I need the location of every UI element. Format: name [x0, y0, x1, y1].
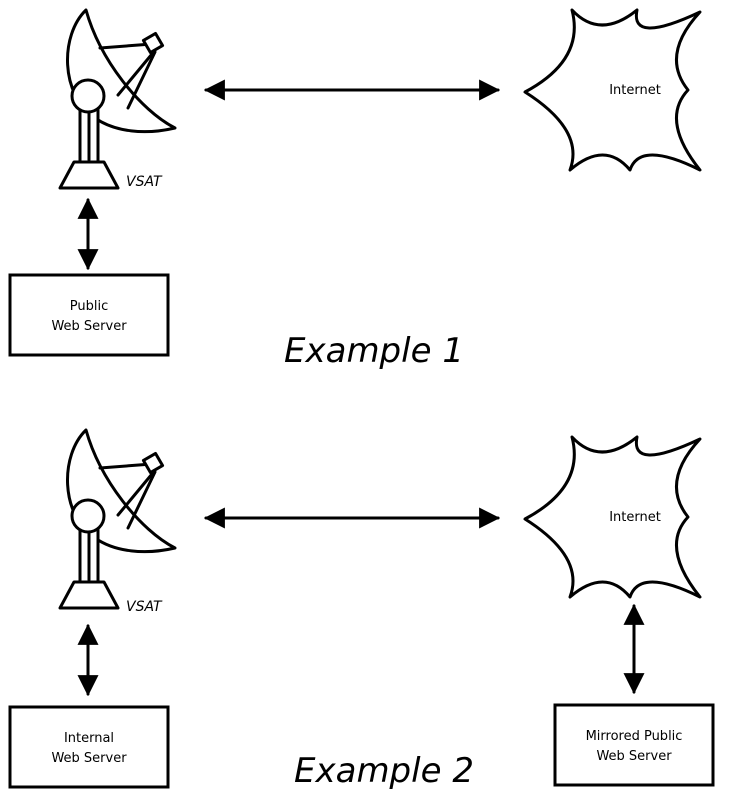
- internet-cloud-icon: [523, 435, 702, 599]
- mirrored-public-web-server-box: Mirrored Public Web Server: [553, 703, 715, 787]
- example-2: VSAT Internet Internal Web Server Mirror…: [8, 428, 715, 791]
- example-title: Example 1: [284, 331, 464, 371]
- internal-web-server-box: Internal Web Server: [8, 705, 170, 789]
- internet-label: Internet: [609, 83, 661, 98]
- internet-cloud-icon: [523, 8, 702, 172]
- internet-label: Internet: [609, 510, 661, 525]
- server-label-line-2: Web Server: [51, 751, 127, 766]
- example-title: Example 2: [294, 751, 474, 791]
- server-label-line-1: Public: [70, 299, 108, 314]
- vsat-dish-icon: [58, 8, 177, 190]
- vsat-dish-icon: [58, 428, 177, 610]
- vsat-label: VSAT: [126, 174, 163, 190]
- vsat-label: VSAT: [126, 599, 163, 615]
- server-label-line-2: Web Server: [596, 749, 672, 764]
- example-1: VSAT Internet Public Web Server Example …: [8, 8, 702, 371]
- public-web-server-box: Public Web Server: [8, 273, 170, 357]
- server-label-line-2: Web Server: [51, 319, 127, 334]
- server-label-line-1: Mirrored Public: [586, 729, 683, 744]
- server-label-line-1: Internal: [64, 731, 114, 746]
